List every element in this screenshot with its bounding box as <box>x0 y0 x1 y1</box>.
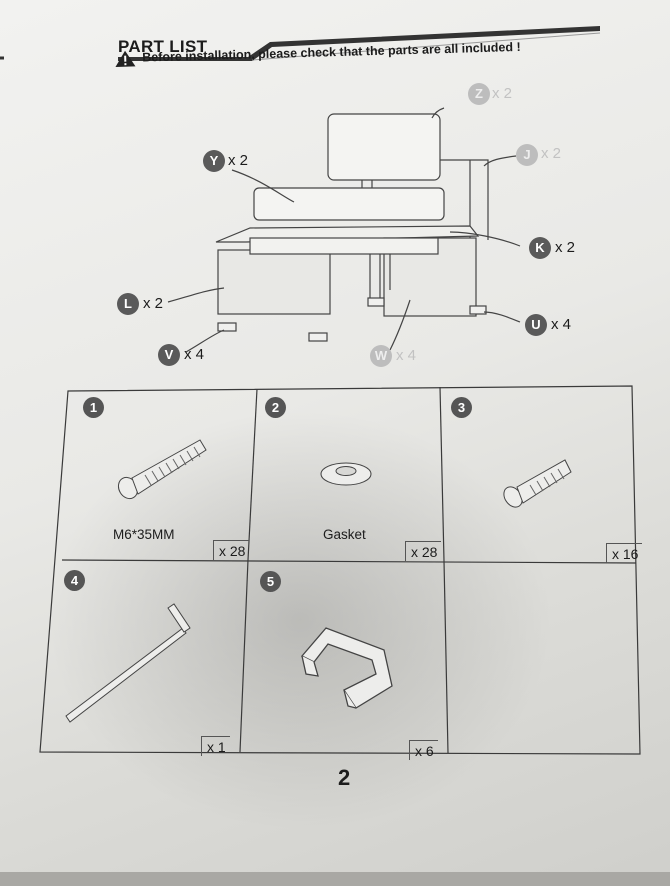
part-caption-1: M6*35MM <box>113 527 175 542</box>
part-count-2: x 28 <box>405 541 442 561</box>
part-count-1: x 28 <box>213 540 250 560</box>
bolt-short-icon <box>503 459 572 508</box>
installation-notice: Before installation, please check that t… <box>114 36 614 68</box>
table-border <box>39 385 641 755</box>
clip-bracket-icon <box>300 627 393 709</box>
label-u-qty: x 4 <box>551 316 572 333</box>
part-count-3: x 16 <box>606 543 643 563</box>
page-number: 2 <box>338 765 351 790</box>
page-title: PART LIST <box>118 37 208 56</box>
label-l-qty: x 2 <box>143 295 164 312</box>
label-y-badge: Y <box>203 150 225 172</box>
label-l-badge: L <box>117 293 139 315</box>
washer-icon <box>320 462 372 486</box>
label-z-badge: Z <box>468 83 490 105</box>
label-v-qty: x 4 <box>184 346 205 363</box>
part-number-4: 4 <box>64 570 85 591</box>
label-k-qty: x 2 <box>555 239 576 256</box>
label-w-qty: x 4 <box>396 347 417 364</box>
part-number-2: 2 <box>265 397 286 418</box>
warning-icon <box>115 50 136 67</box>
label-j-qty: x 2 <box>541 145 562 162</box>
seat-cushion <box>253 187 445 221</box>
part-count-4: x 1 <box>201 736 230 756</box>
label-j-badge: J <box>516 144 538 166</box>
label-z-qty: x 2 <box>492 85 513 102</box>
label-w-badge: W <box>370 345 392 367</box>
part-number-1: 1 <box>83 397 104 418</box>
side-panel-left <box>217 249 331 315</box>
bolt-long-icon <box>117 439 207 500</box>
label-u-badge: U <box>525 314 547 336</box>
label-k-badge: K <box>529 237 551 259</box>
part-caption-2: Gasket <box>323 527 366 542</box>
part-number-5: 5 <box>260 571 281 592</box>
label-y-qty: x 2 <box>228 152 249 169</box>
part-count-5: x 6 <box>409 740 438 760</box>
part-number-3: 3 <box>451 397 472 418</box>
allen-key-icon <box>65 603 191 723</box>
label-v-badge: V <box>158 344 180 366</box>
backrest <box>327 113 441 181</box>
